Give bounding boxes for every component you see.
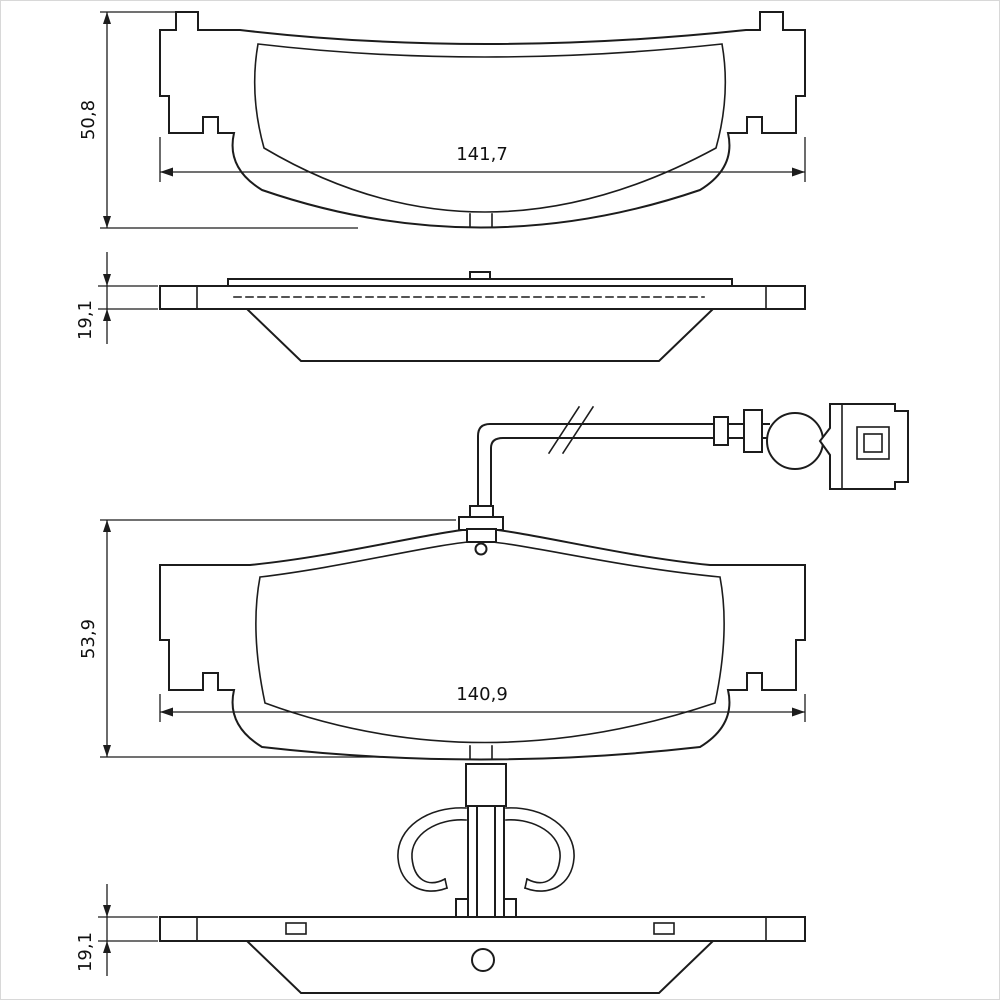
dim-front-top-width: 141,7 — [159, 137, 806, 182]
pad-top-inner-contour — [253, 43, 727, 213]
friction-lining-profile — [244, 308, 716, 362]
arrowhead-up — [103, 12, 111, 24]
pad-top-outline — [159, 11, 806, 229]
clip-leg-left — [467, 805, 478, 918]
dim-profile-top-thickness: 19,1 — [75, 252, 158, 344]
wire-break-mark-2 — [561, 405, 595, 455]
arrowhead-left — [160, 167, 173, 177]
arrowhead-up — [103, 309, 111, 321]
spring-left-tip — [444, 878, 448, 889]
clip-foot-right — [503, 898, 517, 918]
dim-label-thickness-bottom: 19,1 — [75, 932, 96, 972]
arrowhead-right — [792, 167, 805, 177]
spring-right-outer — [505, 807, 575, 892]
arrowhead-left — [160, 707, 173, 717]
clip-foot-left — [455, 898, 469, 918]
spring-right-inner — [505, 819, 561, 884]
dim-front-bottom-width: 140,9 — [159, 684, 806, 722]
arrowhead-down — [103, 905, 111, 917]
dim-label-height-top: 50,8 — [78, 100, 99, 140]
sensor-rivet — [474, 542, 488, 556]
plate2-slot-left — [285, 922, 307, 935]
arrowhead-down — [103, 216, 111, 228]
sensor-wire-outer — [477, 423, 715, 507]
dim-label-thickness-top: 19,1 — [75, 300, 96, 340]
arrowhead-up — [103, 520, 111, 532]
arrowhead-up — [103, 941, 111, 953]
backing-plate-profile-2 — [159, 916, 806, 942]
dim-profile-bottom-thickness: 19,1 — [75, 884, 158, 976]
view-pad-front-top — [159, 11, 806, 229]
dim-front-top-height: 50,8 — [78, 11, 358, 229]
wire-grommet-large — [743, 409, 763, 453]
sensor-wire-inner — [490, 437, 715, 507]
shim-tab — [469, 271, 491, 280]
clip-leg-right — [494, 805, 505, 918]
connector-window-outer — [856, 426, 890, 460]
arrowhead-right — [792, 707, 805, 717]
spring-left-inner — [411, 819, 467, 884]
spring-right-tip — [524, 878, 528, 889]
wire-break-mark-1 — [547, 405, 581, 455]
pad-bottom-inner-contour — [255, 540, 725, 744]
friction-lining-profile-2 — [244, 940, 716, 994]
backing-plate-profile — [159, 285, 806, 310]
view-pad-profile-bottom — [159, 763, 806, 994]
plate2-slot-right — [653, 922, 675, 935]
view-pad-front-bottom — [159, 516, 806, 761]
shim-strip — [227, 278, 733, 287]
wire-grommet-small — [713, 416, 729, 446]
view-wear-sensor — [469, 403, 909, 520]
dim-label-width-top: 141,7 — [456, 144, 508, 165]
dim-front-bottom-height: 53,9 — [78, 519, 456, 758]
lining-hole — [471, 948, 495, 972]
arrowhead-down — [103, 274, 111, 286]
piston-clip-head — [465, 763, 507, 807]
sensor-seal-ring — [766, 412, 824, 470]
sensor-mount-base — [466, 528, 497, 543]
arrowhead-down — [103, 745, 111, 757]
dim-label-height-bottom: 53,9 — [78, 619, 99, 659]
view-pad-profile-top — [159, 271, 806, 362]
dim-label-width-bottom: 140,9 — [456, 684, 508, 705]
spring-left-outer — [397, 807, 467, 892]
connector-window-inner — [863, 433, 883, 453]
